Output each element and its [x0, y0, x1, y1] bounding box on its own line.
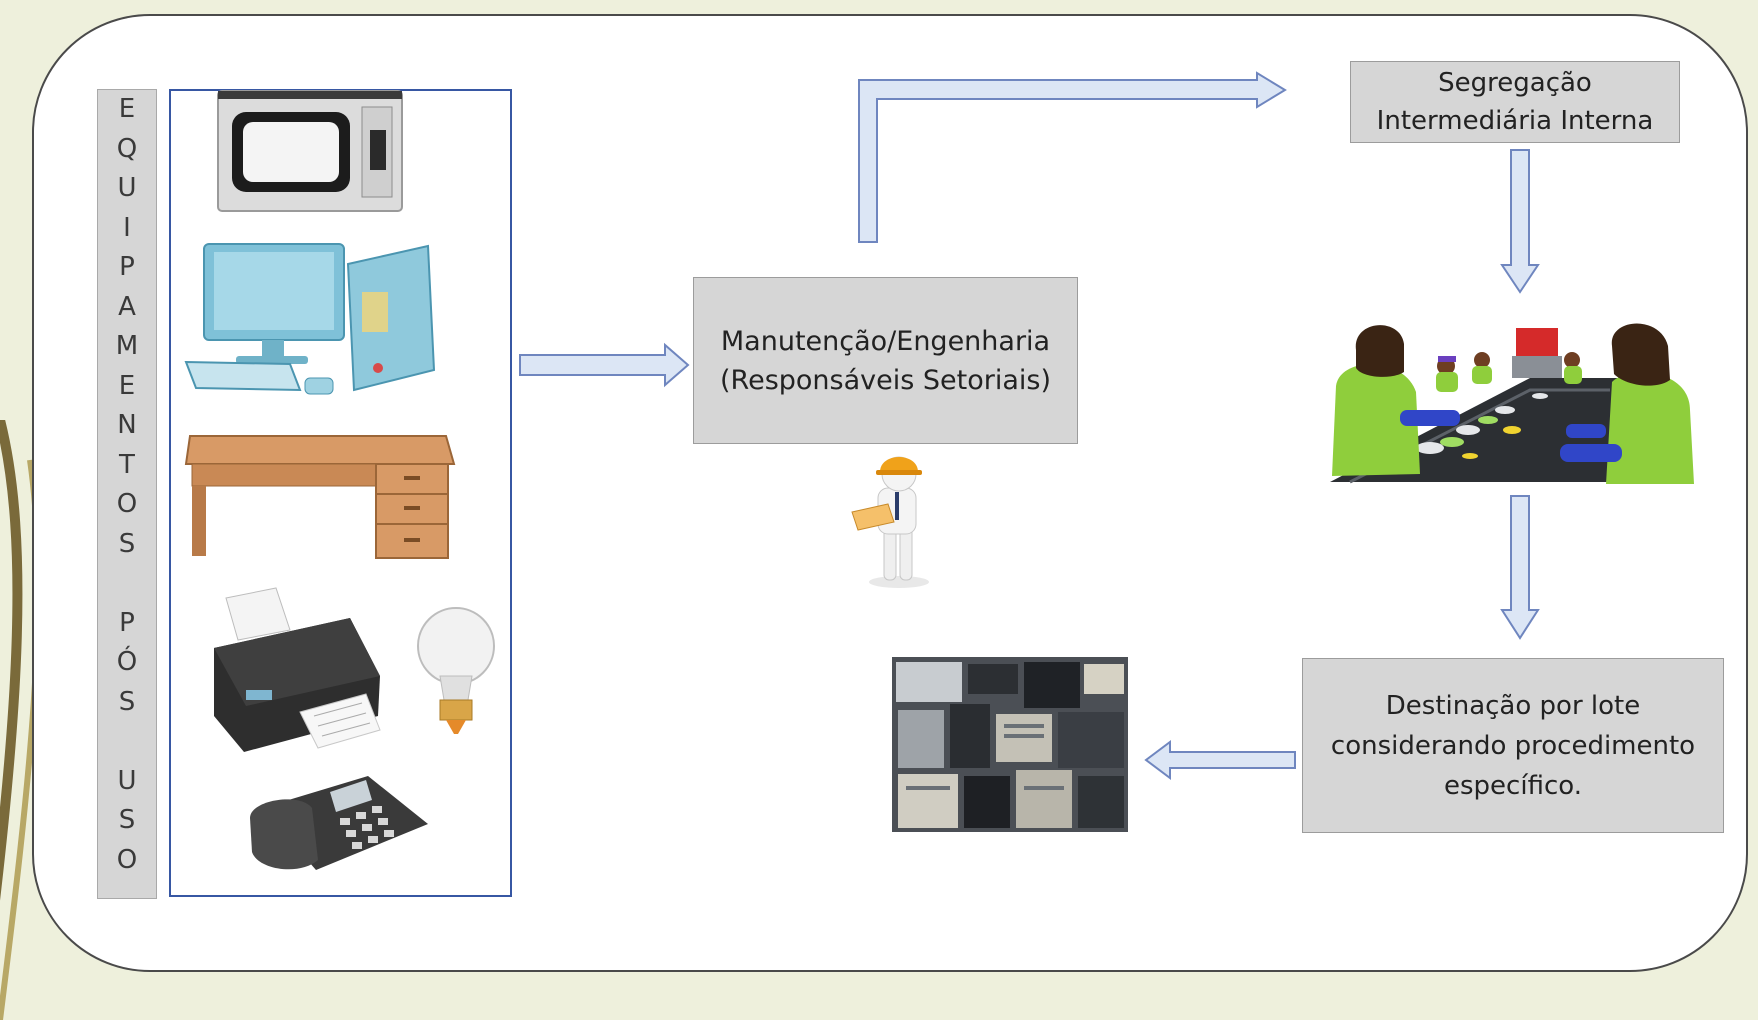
light-bulb-icon	[417, 607, 495, 734]
vertical-label-letter: Q	[116, 133, 138, 164]
arrow-destination-to-scrap	[1144, 740, 1296, 780]
vertical-label-letter: M	[115, 331, 139, 361]
maintenance-engineering-box: Manutenção/Engenharia (Responsáveis Seto…	[693, 277, 1078, 444]
diagram-overlay	[184, 71, 1694, 870]
batch-destination-label: Destinação por lote considerando procedi…	[1330, 690, 1696, 801]
equipment-panel	[169, 89, 512, 897]
arrow-segregation-to-workers	[1500, 149, 1540, 294]
vertical-label-letter: I	[123, 212, 131, 243]
batch-destination-box: Destinação por lote considerando procedi…	[1302, 658, 1724, 833]
vertical-label-letter: O	[116, 489, 138, 519]
desk-phone-icon	[250, 776, 428, 870]
vertical-label-letter: U	[117, 765, 137, 796]
office-desk-icon	[184, 435, 456, 559]
vertical-label-letter: S	[118, 805, 136, 835]
microwave-icon	[217, 90, 403, 212]
vertical-label-letter: E	[118, 370, 136, 401]
vertical-label-letter: U	[117, 173, 137, 203]
engineer-icon	[851, 456, 929, 588]
internal-segregation-box: Segregação Intermediária Interna	[1350, 61, 1680, 143]
vertical-label-letter: O	[116, 844, 138, 875]
arrow-maintenance-to-segregation	[858, 71, 1287, 243]
vertical-label-letter: P	[119, 252, 135, 282]
maintenance-engineering-label: Manutenção/Engenharia (Responsáveis Seto…	[720, 325, 1051, 396]
vertical-label-letter: Ó	[116, 647, 138, 677]
printer-icon	[214, 587, 381, 752]
internal-segregation-label: Segregação Intermediária Interna	[1376, 68, 1654, 136]
arrow-workers-to-destination	[1500, 495, 1540, 640]
vertical-label-letter: P	[119, 607, 135, 638]
vertical-label-letter: E	[118, 94, 136, 124]
vertical-label-letter: S	[118, 528, 136, 559]
recycling-workers-image	[1330, 323, 1694, 484]
vertical-label-letter: N	[117, 410, 137, 440]
vertical-label-letter: A	[118, 291, 136, 322]
scrap-equipment-pile-image	[892, 657, 1128, 832]
vertical-label-letter: S	[118, 686, 136, 717]
vertical-label-letter: T	[119, 449, 135, 480]
arrow-equipment-to-maintenance	[519, 342, 690, 388]
desktop-computer-icon	[184, 243, 436, 395]
